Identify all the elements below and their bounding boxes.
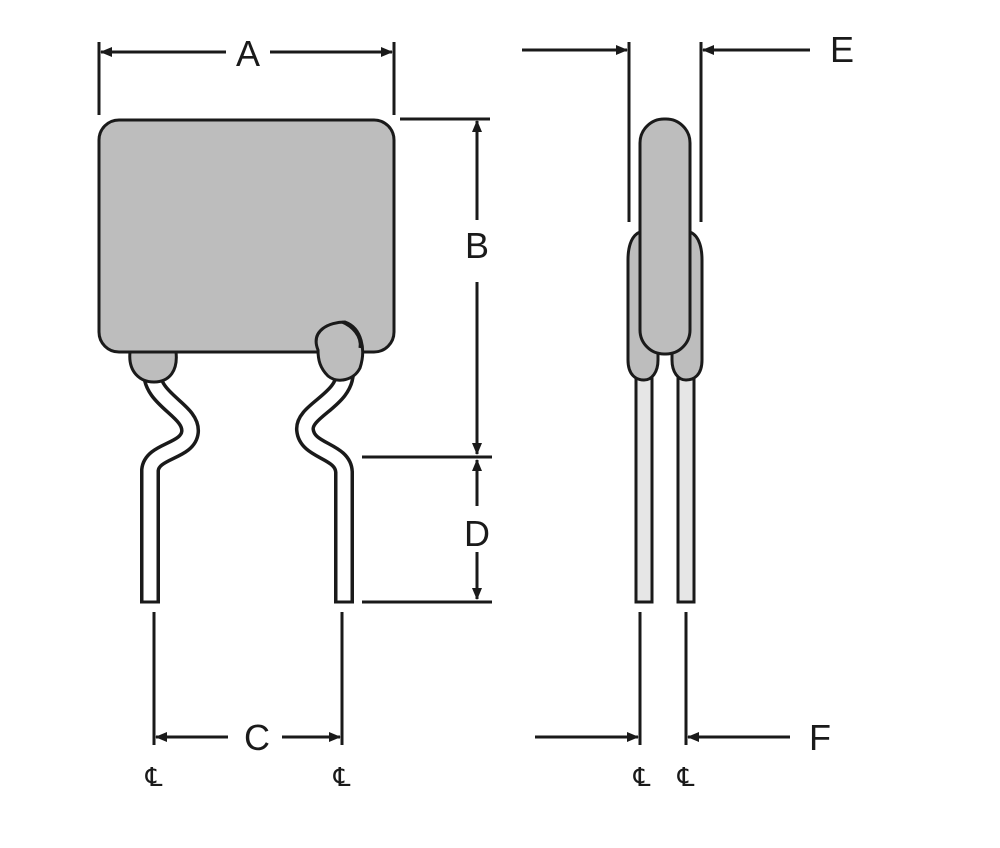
side-view: E F ℄ ℄ bbox=[522, 29, 854, 793]
centerline-symbol-left: ℄ bbox=[145, 763, 163, 793]
centerline-symbol-side-right: ℄ bbox=[677, 763, 695, 793]
dimension-e-label: E bbox=[830, 29, 854, 70]
dimension-d-label: D bbox=[464, 513, 490, 554]
side-left-lead bbox=[634, 358, 654, 604]
front-right-lead bbox=[295, 369, 355, 604]
dimension-b: B bbox=[400, 117, 490, 455]
dimension-c: C bbox=[152, 612, 344, 758]
dimension-c-label: C bbox=[244, 717, 270, 758]
dimension-b-label: B bbox=[465, 225, 489, 266]
centerline-symbol-side-left: ℄ bbox=[633, 763, 651, 793]
front-left-lead bbox=[140, 369, 200, 604]
right-solder-blob bbox=[314, 320, 365, 382]
dimension-d: D bbox=[362, 455, 492, 604]
dimension-a: A bbox=[97, 33, 396, 115]
front-view: A B D C ℄ ℄ bbox=[97, 33, 492, 793]
centerline-symbol-right: ℄ bbox=[333, 763, 351, 793]
side-right-lead bbox=[676, 358, 696, 604]
dimension-f: F bbox=[535, 612, 831, 758]
dimension-e: E bbox=[522, 29, 854, 222]
component-body bbox=[97, 118, 396, 354]
left-solder-blob bbox=[128, 350, 178, 384]
dimension-a-label: A bbox=[236, 33, 260, 74]
dimension-f-label: F bbox=[809, 717, 831, 758]
side-component-body bbox=[638, 117, 692, 356]
